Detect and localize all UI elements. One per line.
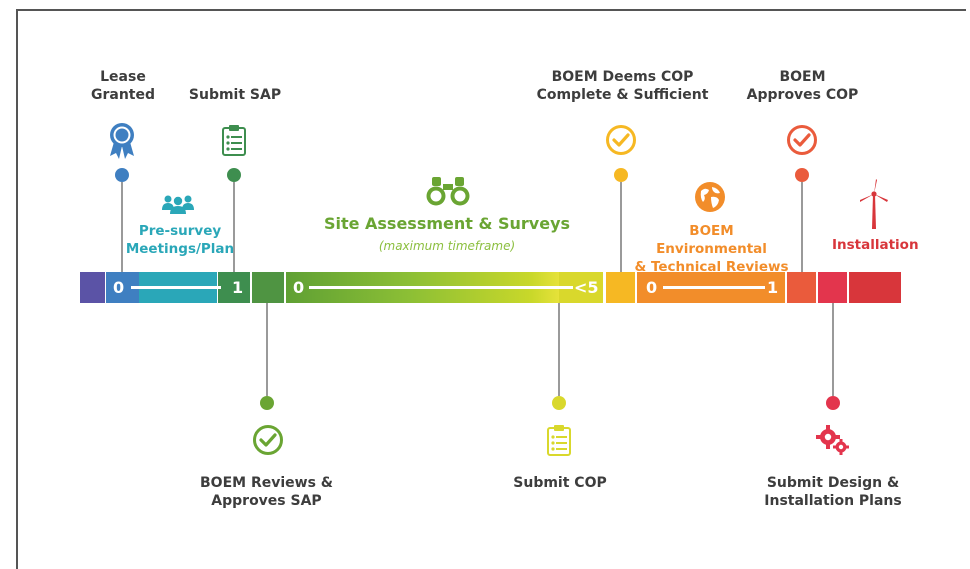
duration-line-pre-survey [131,286,221,289]
connector-approves-cop [801,182,803,272]
check-circle-icon-cop-complete [606,125,636,155]
bar-segment-green-dark-2 [252,272,284,303]
check-circle-icon-approves-cop [787,125,817,155]
label-boem-deems-cop: BOEM Deems COP Complete & Sufficient [536,69,709,103]
milestone-dot-lease [115,168,129,182]
clipboard-icon-submit-cop [547,425,571,456]
label-boem-reviews-sap: BOEM Reviews & Approves SAP [200,475,333,509]
milestone-dot-approves-cop [795,168,809,182]
duration-line-env-reviews [663,286,765,289]
globe-icon [695,182,725,212]
label-pre-survey: Pre-survey Meetings/Plan [125,223,235,257]
duration-line-site-assessment [309,286,573,289]
bar-segment-yellow [606,272,635,303]
connector-lease [121,182,123,272]
label-submit-sap: Submit SAP [188,87,282,103]
gears-icon [816,425,849,455]
bar-segment-green-dark-1 [218,272,250,303]
label-submit-design: Submit Design & Installation Plans [764,475,902,509]
label-submit-cop: Submit COP [513,475,607,491]
bar-number-env-end: 1 [767,278,779,297]
connector-reviews-sap [266,303,268,396]
label-boem-approves-cop: BOEM Approves COP [746,69,859,103]
bar-segment-pink-red [818,272,847,303]
label-boem-env-reviews: BOEM Environmental & Technical Reviews [634,223,789,275]
bar-number-pre-start: 0 [113,278,125,297]
bar-number-site-end: <5 [574,278,599,297]
connector-submit-cop [558,303,560,396]
bar-segment-red [849,272,901,303]
check-circle-icon-reviews-sap [253,425,283,455]
figure-frame [16,9,966,569]
milestone-dot-reviews-sap [260,396,274,410]
clipboard-icon [222,125,246,156]
milestone-dot-submit-design [826,396,840,410]
award-ribbon-icon [110,123,134,159]
label-lease-granted: Lease Granted [90,69,156,103]
milestone-dot-submit-sap [227,168,241,182]
bar-segment-purple [80,272,105,303]
bar-segment-red-orange [787,272,816,303]
connector-submit-sap [233,182,235,272]
bar-number-env-start: 0 [646,278,658,297]
people-group-icon [162,195,194,214]
milestone-dot-submit-cop [552,396,566,410]
connector-submit-design [832,303,834,396]
bar-number-pre-end: 1 [232,278,244,297]
bar-number-site-start: 0 [293,278,305,297]
connector-cop-complete [620,182,622,272]
milestone-dot-cop-complete [614,168,628,182]
label-site-assessment: Site Assessment & Surveys [323,214,571,233]
label-installation: Installation [832,237,919,253]
binoculars-icon [426,177,470,206]
wind-turbine-icon [860,179,888,229]
label-site-assessment-sub: (maximum timeframe) [378,239,516,253]
